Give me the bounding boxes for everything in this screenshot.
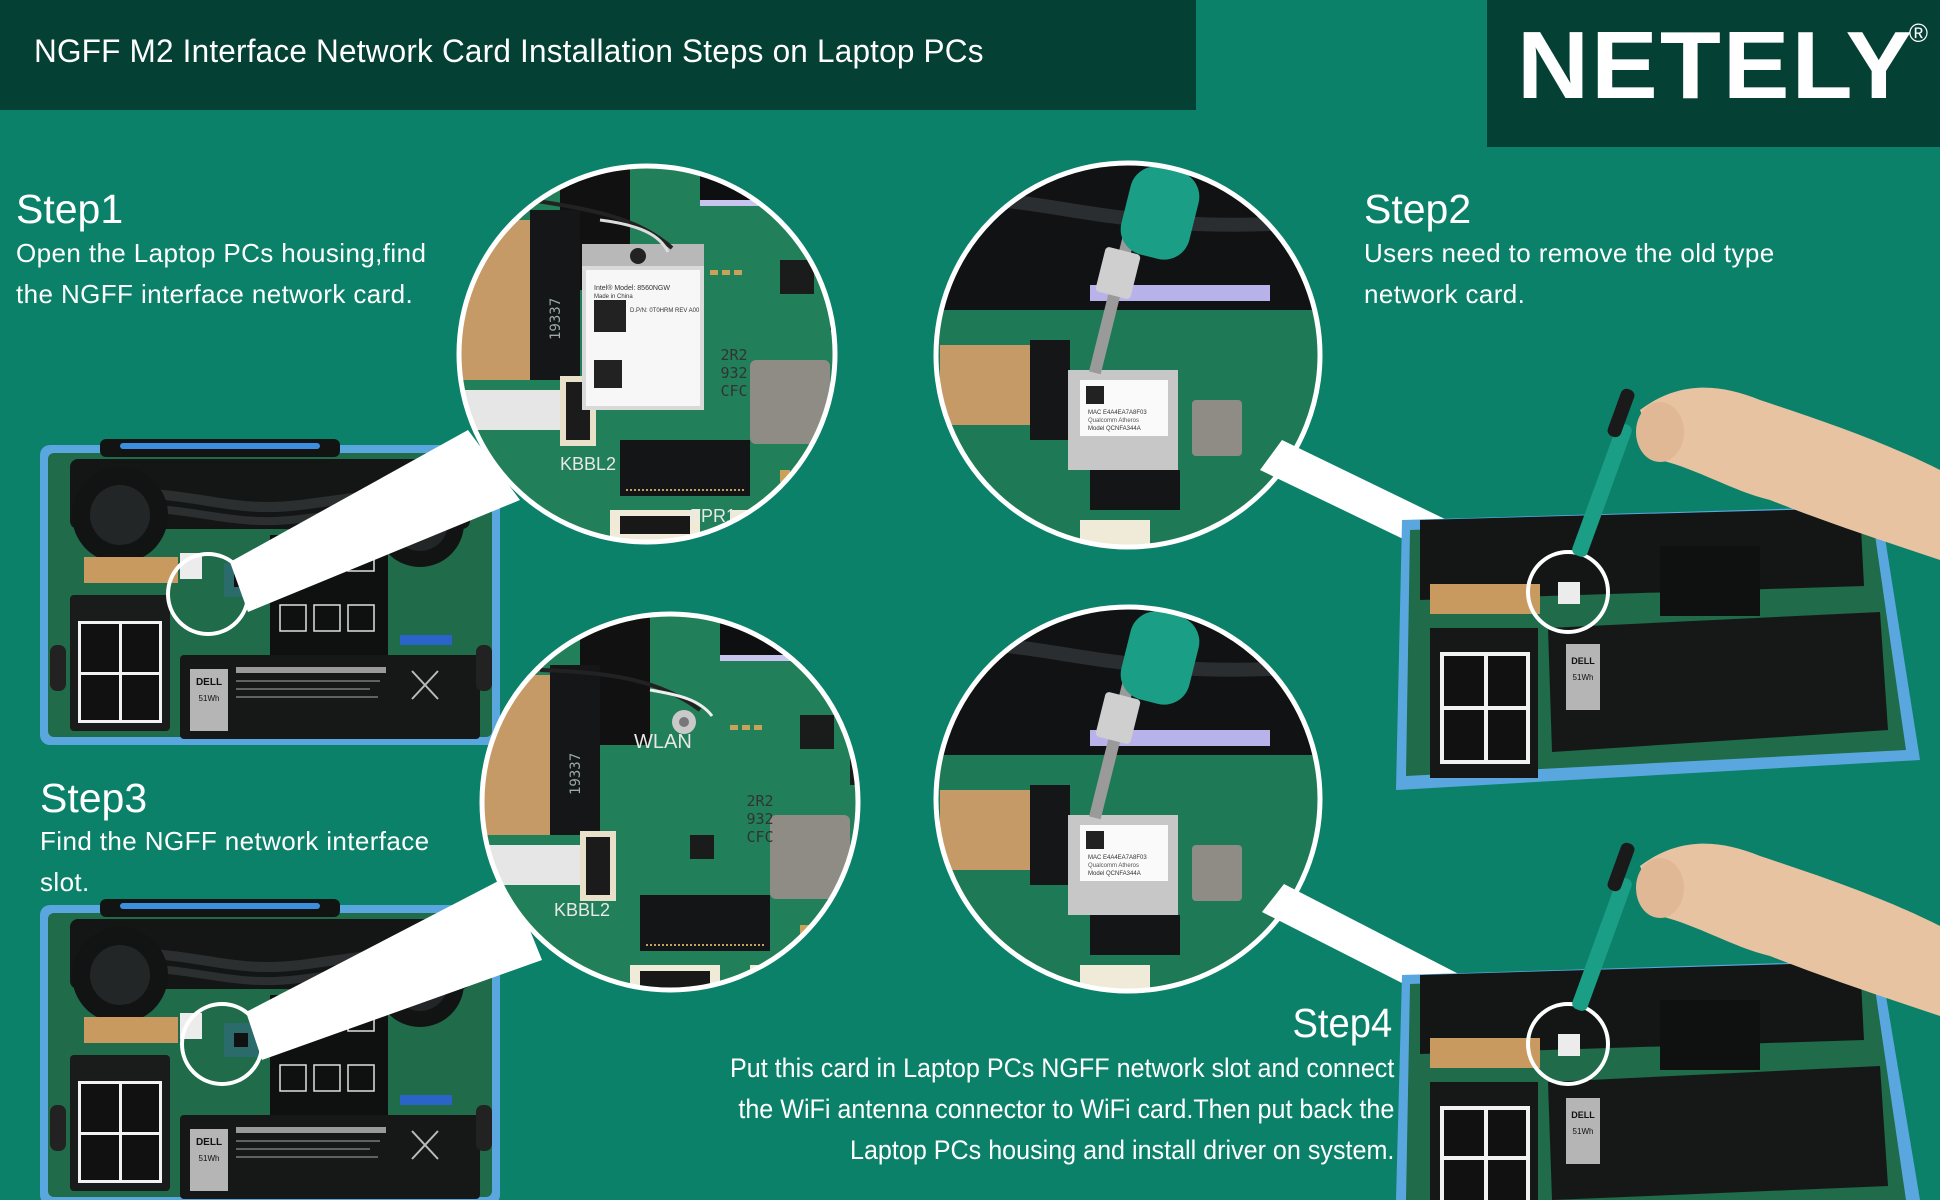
svg-text:Qualcomm Atheros: Qualcomm Atheros: [1088, 418, 1139, 424]
step4-line: Put this card in Laptop PCs NGFF network…: [729, 1053, 1394, 1083]
svg-text:Made in China: Made in China: [594, 294, 633, 300]
svg-text:932: 932: [746, 810, 773, 828]
step2-line: network card.: [1364, 279, 1526, 309]
step1-line: the NGFF interface network card.: [16, 279, 414, 309]
svg-text:WLAN: WLAN: [634, 731, 692, 753]
step3-title: Step3: [40, 775, 148, 821]
svg-text:D.P/N: 0T0HRM REV A00: D.P/N: 0T0HRM REV A00: [630, 308, 700, 314]
step1-closeup-photo: Intel® Model: 8560NGW Made in China D.P/…: [459, 166, 835, 542]
step2-laptop-photo: DELL 51Wh: [1396, 387, 1940, 790]
step4-highlight-ring: [1526, 1002, 1610, 1086]
svg-text:KBBL2: KBBL2: [560, 454, 616, 474]
step3-description: Find the NGFF network interface slot.: [40, 821, 430, 903]
step2-line: Users need to remove the old type: [1364, 238, 1775, 268]
step4-description: Put this card in Laptop PCs NGFF network…: [730, 1048, 1394, 1171]
svg-text:932: 932: [720, 364, 747, 382]
header-bar: NGFF M2 Interface Network Card Installat…: [0, 0, 1196, 110]
brand-logo: NETELY ®: [1487, 0, 1940, 147]
registered-trademark-icon: ®: [1908, 18, 1928, 48]
step3-laptop-photo: [40, 876, 542, 1200]
step1-laptop-photo: [40, 430, 520, 745]
svg-text:Intel® Model: 8560NGW: Intel® Model: 8560NGW: [594, 284, 670, 292]
step4-closeup-frame: [933, 604, 1323, 994]
svg-text:Model QCNFA344A: Model QCNFA344A: [1088, 426, 1141, 432]
svg-text:DELL: DELL: [1571, 656, 1595, 666]
step1-callout-beam: [230, 430, 520, 612]
svg-text:Qualcomm Atheros: Qualcomm Atheros: [1088, 863, 1139, 869]
step3-closeup-frame: [479, 611, 861, 993]
svg-text:MAC E4A4EA7A8F03: MAC E4A4EA7A8F03: [1088, 410, 1147, 416]
step3-callout-beam: [246, 876, 542, 1060]
svg-text:DELL: DELL: [1571, 1110, 1595, 1120]
svg-text:2R2: 2R2: [746, 792, 773, 810]
svg-text:51Wh: 51Wh: [1573, 1127, 1594, 1136]
svg-text:Model QCNFA344A: Model QCNFA344A: [1088, 871, 1141, 877]
svg-text:KBBL2: KBBL2: [554, 900, 610, 920]
step1-description: Open the Laptop PCs housing,find the NGF…: [16, 233, 426, 315]
svg-text:CFC: CFC: [746, 828, 773, 846]
step2-closeup-frame: [933, 160, 1323, 550]
step4-line: the WiFi antenna connector to WiFi card.…: [738, 1094, 1394, 1124]
step1-line: Open the Laptop PCs housing,find: [16, 238, 427, 268]
step4-line: Laptop PCs housing and install driver on…: [849, 1135, 1394, 1165]
step1-closeup-frame: [456, 163, 838, 545]
step2-description: Users need to remove the old type networ…: [1364, 233, 1775, 315]
brand-name: NETELY: [1517, 12, 1915, 119]
step4-laptop-photo: DELL 51Wh: [1396, 842, 1940, 1200]
svg-text:MAC E4A4EA7A8F03: MAC E4A4EA7A8F03: [1088, 855, 1147, 861]
svg-text:2R2: 2R2: [720, 346, 747, 364]
page-title: NGFF M2 Interface Network Card Installat…: [34, 33, 984, 69]
step2-highlight-ring: [1526, 550, 1610, 634]
svg-text:51Wh: 51Wh: [1573, 673, 1594, 682]
svg-text:CFC: CFC: [720, 382, 747, 400]
svg-text:FPR1: FPR1: [690, 506, 736, 526]
step3-line: Find the NGFF network interface: [40, 826, 430, 856]
step4-title: Step4: [1292, 1000, 1392, 1046]
step3-line: slot.: [40, 867, 90, 897]
step3-closeup-photo: WLAN 2R2 932 CFC KBBL2: [482, 614, 858, 990]
step2-title: Step2: [1364, 186, 1472, 232]
step1-title: Step1: [16, 186, 124, 232]
